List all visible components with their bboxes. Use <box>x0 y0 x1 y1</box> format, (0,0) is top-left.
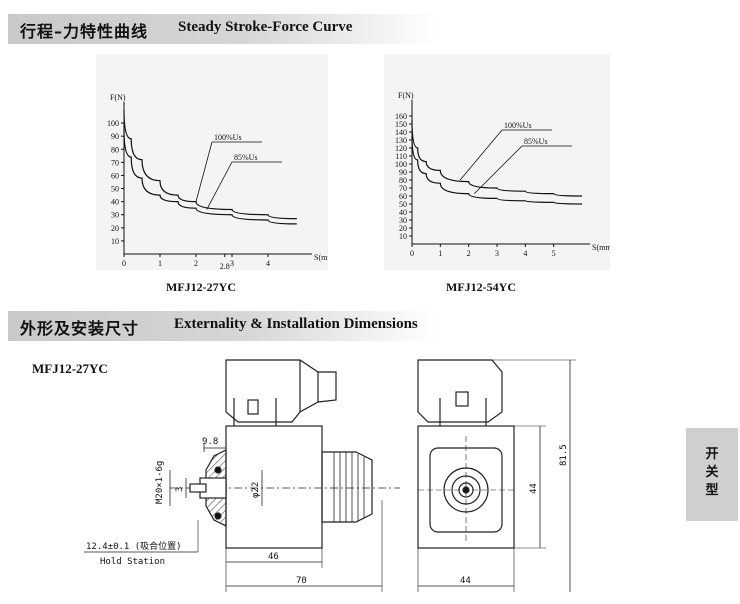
y-tick-label: 130 <box>395 136 407 145</box>
y-tick-label: 60 <box>399 192 407 201</box>
chart-caption-1: MFJ12-27YC <box>166 280 236 294</box>
y-tick-label: 20 <box>399 224 407 233</box>
y-tick-label: 50 <box>399 200 407 209</box>
y-tick-label: 30 <box>399 216 407 225</box>
series-line-1 <box>123 129 297 225</box>
dim-hold-value: 12.4±0.1 (吸合位置) <box>86 540 182 552</box>
y-tick-label: 40 <box>399 208 407 217</box>
y-tick-label: 70 <box>111 158 119 167</box>
dim-phi22: φ22 <box>251 482 261 498</box>
dim-thread: M20×1-6g <box>155 461 165 504</box>
x-tick-label: 1 <box>158 259 162 268</box>
drawing-model-label: MFJ12-27YC <box>32 361 108 376</box>
chart-mfj12-27yc: 10 20 30 40 50 60 70 80 90 100 0 1 2 2.83 4 F(N) S(mm) 10… <box>107 93 328 270</box>
y-tick-label: 110 <box>395 152 407 161</box>
y-tick-label: 90 <box>111 132 119 141</box>
legend-label-0: 100%Us <box>504 121 532 130</box>
front-connector <box>417 359 503 423</box>
category-side-tab: 开 关 型 <box>686 428 738 521</box>
y-tick-label: 30 <box>111 211 119 220</box>
chart-box-2 <box>384 54 610 270</box>
dim-81-5: 81.5 <box>559 444 569 466</box>
dim-46: 46 <box>268 552 279 562</box>
y-tick-label: 60 <box>111 171 119 180</box>
y-tick-label: 80 <box>111 145 119 154</box>
terminal-screw <box>247 399 259 415</box>
legend-leader-1 <box>474 145 523 194</box>
x-tick-label: 5 <box>552 249 556 258</box>
dim-hold-label: Hold Station <box>100 557 165 567</box>
x-tick-label: 4 <box>523 249 527 258</box>
y-tick-label: 150 <box>395 120 407 129</box>
side-tab-char-2: 关 <box>705 465 719 480</box>
section-title-en: Steady Stroke-Force Curve <box>178 19 353 35</box>
x-axis-label: S(mm) <box>592 243 610 252</box>
chart-caption-2: MFJ12-54YC <box>446 280 516 294</box>
y-tick-label: 100 <box>107 119 119 128</box>
y-tick-label: 140 <box>395 128 407 137</box>
y-tick-label: 70 <box>399 184 407 193</box>
dim-9-8: 9.8 <box>202 437 218 447</box>
coil-body <box>225 425 323 549</box>
knurled-nut <box>321 451 373 523</box>
x-tick-label: 2 <box>467 249 471 258</box>
y-tick-label: 40 <box>111 198 119 207</box>
series-line-1 <box>411 135 583 205</box>
x-tick-label: 0 <box>122 259 126 268</box>
y-tick-label: 50 <box>111 185 119 194</box>
chart-box-1 <box>96 54 328 270</box>
x-tick-label: 3 <box>495 249 499 258</box>
y-tick-label: 90 <box>399 168 407 177</box>
section-title-cn: 行程–力特性曲线 <box>20 22 149 41</box>
legend-label-1: 85%Us <box>524 137 548 146</box>
x-tick-label: 4 <box>266 259 270 268</box>
y-tick-label: 80 <box>399 176 407 185</box>
side-tab-char-1: 开 <box>705 447 719 462</box>
x-tick-label: 0 <box>410 249 414 258</box>
y-tick-label: 160 <box>395 112 407 121</box>
y-tick-label: 100 <box>395 160 407 169</box>
y-tick-label: 10 <box>111 237 119 246</box>
front-screw <box>455 391 469 407</box>
x-tick-label: 1 <box>438 249 442 258</box>
y-tick-label: 120 <box>395 144 407 153</box>
section-title-cn: 外形及安装尺寸 <box>20 319 140 338</box>
x-tick-label: 3 <box>230 259 234 268</box>
dim-44-horizontal: 44 <box>460 576 471 586</box>
x-axis-label: S(mm) <box>314 253 328 262</box>
x-tick-label: 2.8 <box>220 262 230 270</box>
legend-label-0: 100%Us <box>214 133 242 142</box>
series-line-0 <box>411 119 583 197</box>
section-header-curve: 行程–力特性曲线 Steady Stroke-Force Curve <box>8 14 438 44</box>
front-coil-body <box>417 425 515 549</box>
y-axis-label: F(N) <box>398 91 414 100</box>
dimension-drawing: 9.8 M20×1-6g 3 φ22 46 70 12.4±0.1 (吸合位置)… <box>84 359 576 592</box>
dim-44-vertical: 44 <box>529 483 539 494</box>
y-axis-label: F(N) <box>110 93 126 102</box>
side-tab-char-3: 型 <box>705 483 719 498</box>
legend-leader-1 <box>206 161 233 210</box>
section-header-dimensions: 外形及安装尺寸 Externality & Installation Dimen… <box>8 311 438 341</box>
legend-leader-0 <box>459 129 503 181</box>
legend-label-1: 85%Us <box>234 153 258 162</box>
series-line-0 <box>123 109 297 220</box>
x-tick-label: 2 <box>194 259 198 268</box>
y-tick-label: 20 <box>111 224 119 233</box>
section-title-en: Externality & Installation Dimensions <box>174 316 418 332</box>
dim-70: 70 <box>296 576 307 586</box>
legend-leader-0 <box>195 141 213 202</box>
y-tick-label: 10 <box>399 232 407 241</box>
connector-housing <box>225 359 337 423</box>
dim-3: 3 <box>175 487 185 492</box>
